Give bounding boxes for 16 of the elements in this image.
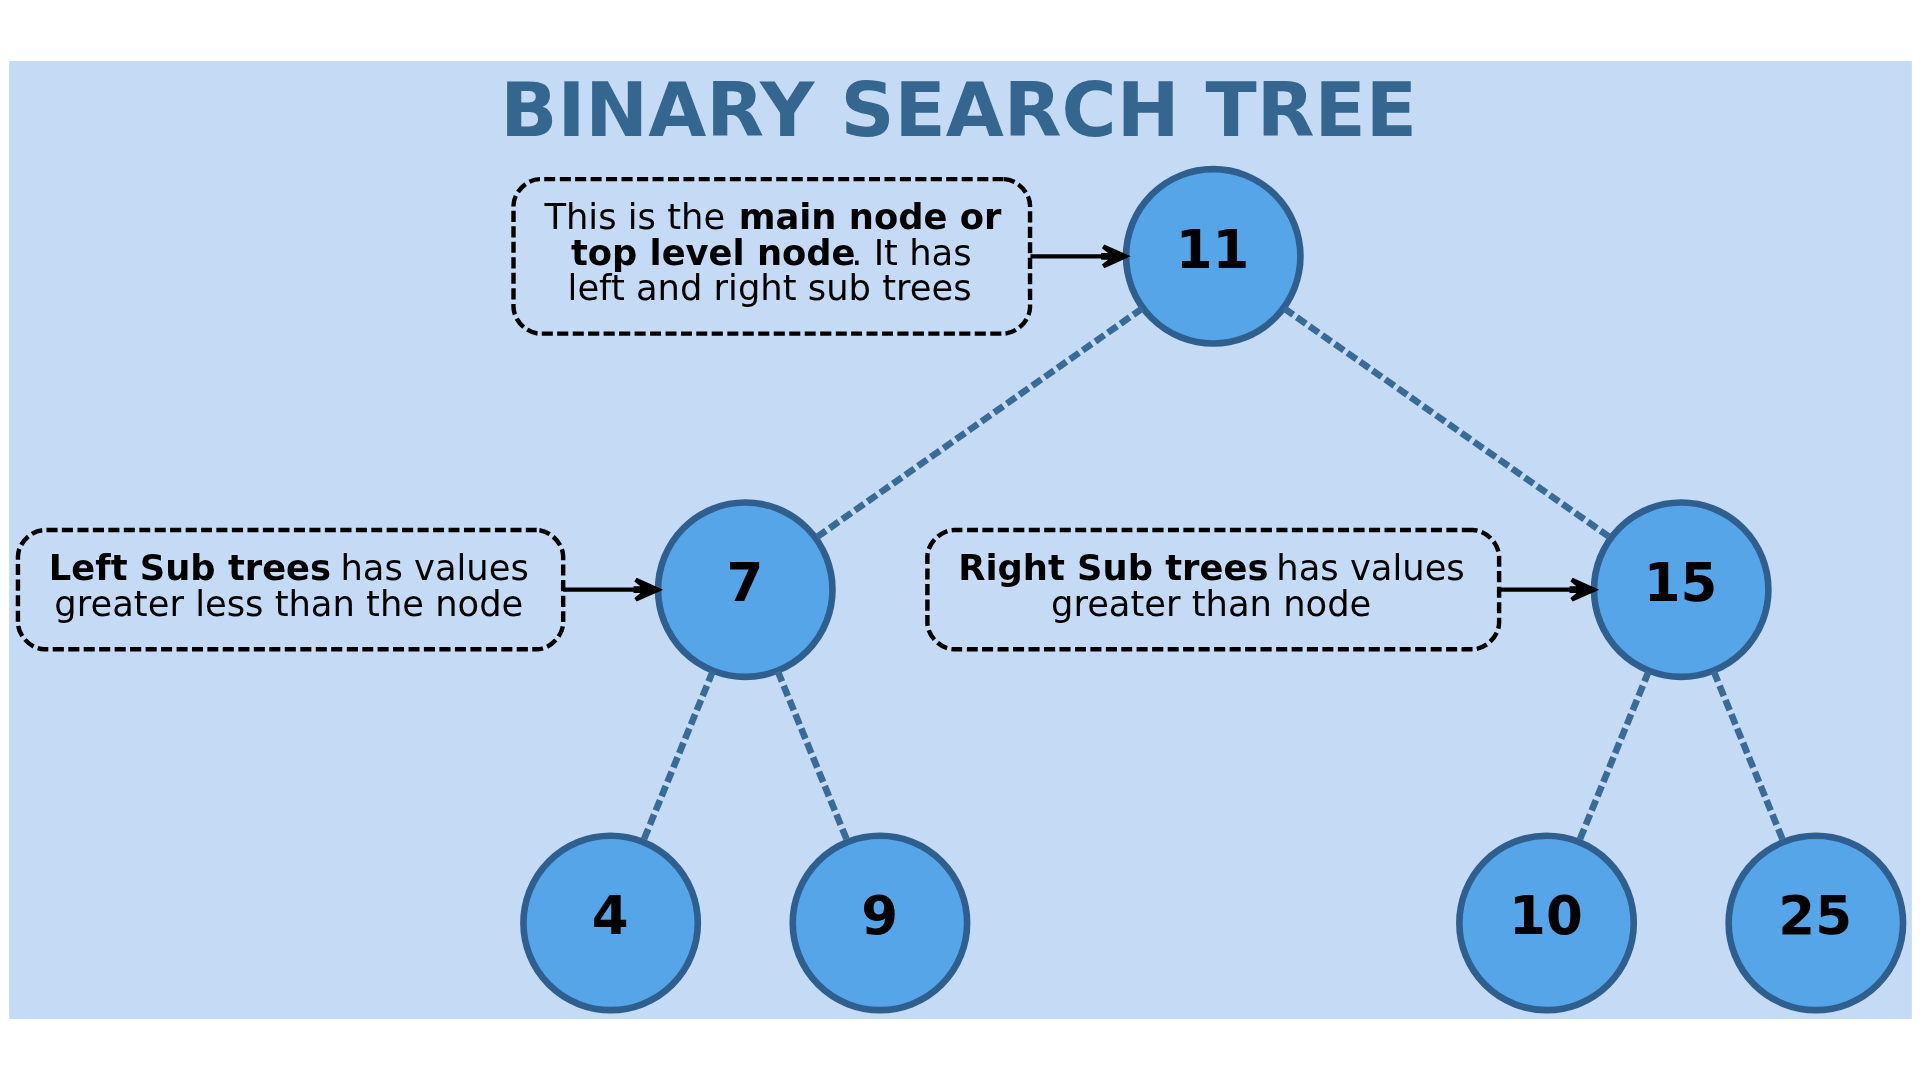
node-circle: 4 (519, 832, 701, 1014)
diagram-title: BINARY SEARCH TREE (499, 66, 1417, 155)
connector (1281, 305, 1612, 541)
node-circle: 15 (1590, 499, 1772, 681)
node-box: Left Sub trees has values greater less than the node (15, 527, 565, 652)
node-circle: 10 (1455, 832, 1637, 1014)
node-box: Right Sub trees has values greater than node (924, 527, 1501, 652)
arrow (1029, 244, 1128, 269)
node-box: This is the main node or top level node. It has left and right sub trees (510, 176, 1032, 336)
arrow (1498, 577, 1596, 602)
node-circle: 9 (788, 832, 970, 1014)
arrow (562, 577, 660, 602)
node-circle: 7 (654, 499, 836, 681)
node-circle: 11 (1122, 165, 1304, 347)
connector (813, 305, 1144, 541)
node-circle: 25 (1724, 832, 1906, 1014)
